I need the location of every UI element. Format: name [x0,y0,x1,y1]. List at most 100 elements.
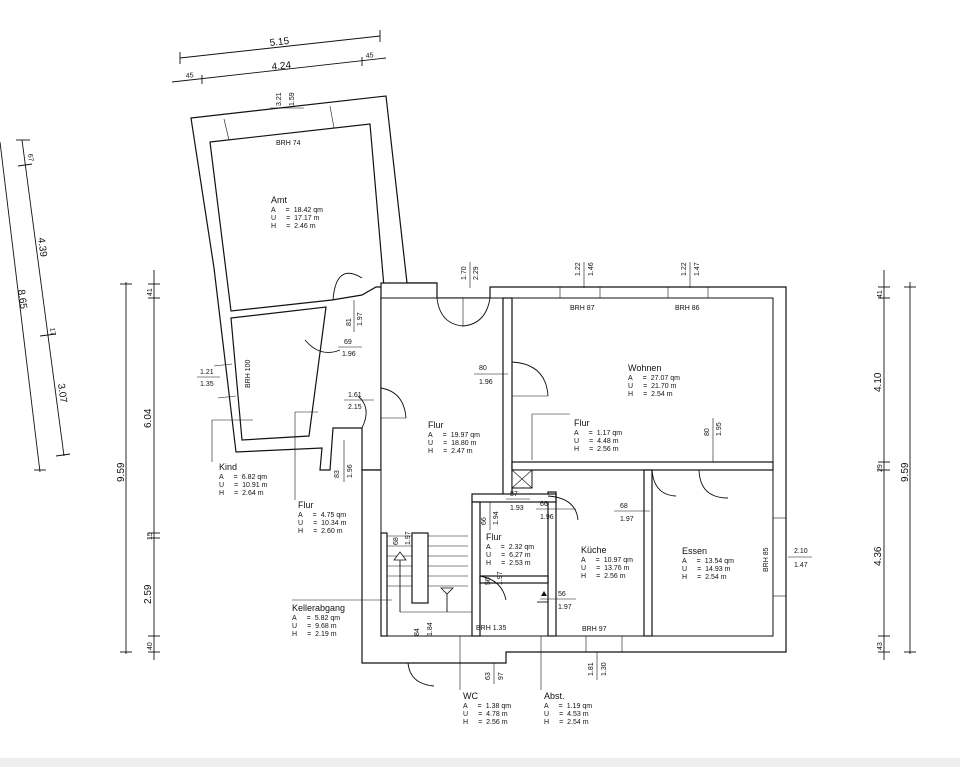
dimension-right: 41 4.10 29 9.59 4.36 43 [873,270,916,660]
wall-stair-left [380,532,388,637]
svg-text:43: 43 [877,642,884,650]
room-kind: Kind A=6.82 qm U=10.91 m H=2.64 m [211,419,268,497]
svg-text:80: 80 [479,365,487,372]
svg-text:67: 67 [26,153,34,162]
svg-text:8.65: 8.65 [15,289,29,310]
svg-text:29: 29 [877,464,884,472]
svg-text:56: 56 [558,591,566,598]
svg-text:U=17.17 m: U=17.17 m [271,215,320,222]
svg-text:BRH 85: BRH 85 [763,547,770,572]
opening-dimensions: 3.21 1.59 BRH 74 81 1.97 69 1.96 1.21 1.… [197,92,812,684]
svg-text:1.61: 1.61 [348,392,362,399]
svg-text:U=10.34 m: U=10.34 m [298,520,347,527]
room-abst: Abst. A=1.19 qm U=4.53 m H=2.54 m [540,636,592,726]
svg-text:1.96: 1.96 [347,464,354,478]
svg-text:U=14.93 m: U=14.93 m [682,566,731,573]
svg-text:A=19.97 qm: A=19.97 qm [428,432,480,439]
room-name: Flur [574,418,590,428]
svg-text:83: 83 [334,470,341,478]
svg-text:1.47: 1.47 [794,562,808,569]
svg-text:1.35: 1.35 [200,381,214,388]
svg-text:6.04: 6.04 [143,408,154,428]
svg-text:3.07: 3.07 [55,383,69,404]
svg-text:1.22: 1.22 [575,262,582,276]
svg-text:4.39: 4.39 [35,237,49,258]
room-name: Essen [682,546,707,556]
svg-text:A=10.97 qm: A=10.97 qm [581,557,633,564]
room-name: Flur [486,532,502,542]
svg-text:1.81: 1.81 [588,662,595,676]
svg-text:A=6.82 qm: A=6.82 qm [219,474,267,481]
svg-text:81: 81 [346,318,353,326]
svg-text:1.47: 1.47 [694,262,701,276]
svg-text:BRH 74: BRH 74 [276,140,301,147]
kind-inner-wall [230,306,327,441]
svg-text:BRH 87: BRH 87 [570,305,595,312]
svg-text:A=27.07 qm: A=27.07 qm [628,375,680,382]
wall-wc-a [471,493,557,503]
svg-text:63: 63 [485,672,492,680]
svg-text:45: 45 [365,52,374,60]
svg-text:A=1.17 qm: A=1.17 qm [574,430,622,437]
svg-text:U=10.91 m: U=10.91 m [219,482,268,489]
room-name: Küche [581,545,607,555]
svg-text:H=2.54 m: H=2.54 m [544,719,589,726]
room-kueche: Küche A=10.97 qm U=13.76 m H=2.56 m [581,545,633,580]
svg-text:H=2.53 m: H=2.53 m [486,560,531,567]
svg-text:1.59: 1.59 [289,92,296,106]
svg-text:BRH 100: BRH 100 [245,359,252,388]
svg-text:U=21.70 m: U=21.70 m [628,383,677,390]
svg-text:A=1.19 qm: A=1.19 qm [544,703,592,710]
svg-text:A=4.75 qm: A=4.75 qm [298,512,346,519]
svg-text:66: 66 [481,517,488,525]
svg-text:H=2.56 m: H=2.56 m [463,719,508,726]
svg-text:69: 69 [344,339,352,346]
stairs [387,535,472,613]
svg-text:4.36: 4.36 [873,546,884,566]
svg-text:U=6.27 m: U=6.27 m [486,552,531,559]
room-flur-tiny: Flur A=2.32 qm U=6.27 m H=2.53 m [486,532,534,567]
svg-text:2.29: 2.29 [473,266,480,280]
svg-text:1.46: 1.46 [588,262,595,276]
svg-text:1.21: 1.21 [200,369,214,376]
svg-text:2.15: 2.15 [348,404,362,411]
svg-text:1.30: 1.30 [601,662,608,676]
svg-text:56: 56 [485,577,492,585]
svg-text:H=2.54 m: H=2.54 m [682,574,727,581]
wall-kueche-essen-h [511,461,774,471]
svg-text:BRH 1.35: BRH 1.35 [476,625,506,632]
room-wc: WC A=1.38 qm U=4.78 m H=2.56 m [459,636,511,726]
svg-text:U=18.80 m: U=18.80 m [428,440,477,447]
svg-text:1.97: 1.97 [497,571,504,585]
svg-text:U=9.68 m: U=9.68 m [292,623,337,630]
room-name: Flur [298,500,314,510]
svg-text:97: 97 [498,672,505,680]
svg-text:5.15: 5.15 [269,36,290,49]
amt-inner-wall [209,123,385,312]
svg-text:80: 80 [704,428,711,436]
svg-text:2.10: 2.10 [794,548,808,555]
dimension-left-tilted: 67 4.39 8.65 17 3.07 [0,139,71,473]
svg-text:68: 68 [620,503,628,510]
door-swings [304,272,729,687]
svg-text:U=4.78 m: U=4.78 m [463,711,508,718]
svg-text:H=2.46 m: H=2.46 m [271,223,316,230]
room-flur-small: Flur A=4.75 qm U=10.34 m H=2.60 m [294,411,347,535]
svg-text:1.96: 1.96 [540,514,554,521]
svg-text:H=2.47 m: H=2.47 m [428,448,473,455]
svg-text:U=4.48 m: U=4.48 m [574,438,619,445]
svg-text:1.93: 1.93 [510,505,524,512]
svg-text:H=2.60 m: H=2.60 m [298,528,343,535]
wall-tiny-flur [479,575,549,584]
svg-text:17: 17 [48,327,56,336]
svg-text:41: 41 [147,288,154,296]
svg-text:87: 87 [510,491,518,498]
svg-text:A=18.42 qm: A=18.42 qm [271,207,323,214]
svg-text:3.21: 3.21 [276,92,283,106]
room-name: Amt [271,195,288,205]
svg-text:A=5.82 qm: A=5.82 qm [292,615,340,622]
room-flur-main: Flur A=19.97 qm U=18.80 m H=2.47 m [428,420,480,455]
svg-text:4.10: 4.10 [873,372,884,392]
windows [213,105,786,652]
room-name: WC [463,691,478,701]
